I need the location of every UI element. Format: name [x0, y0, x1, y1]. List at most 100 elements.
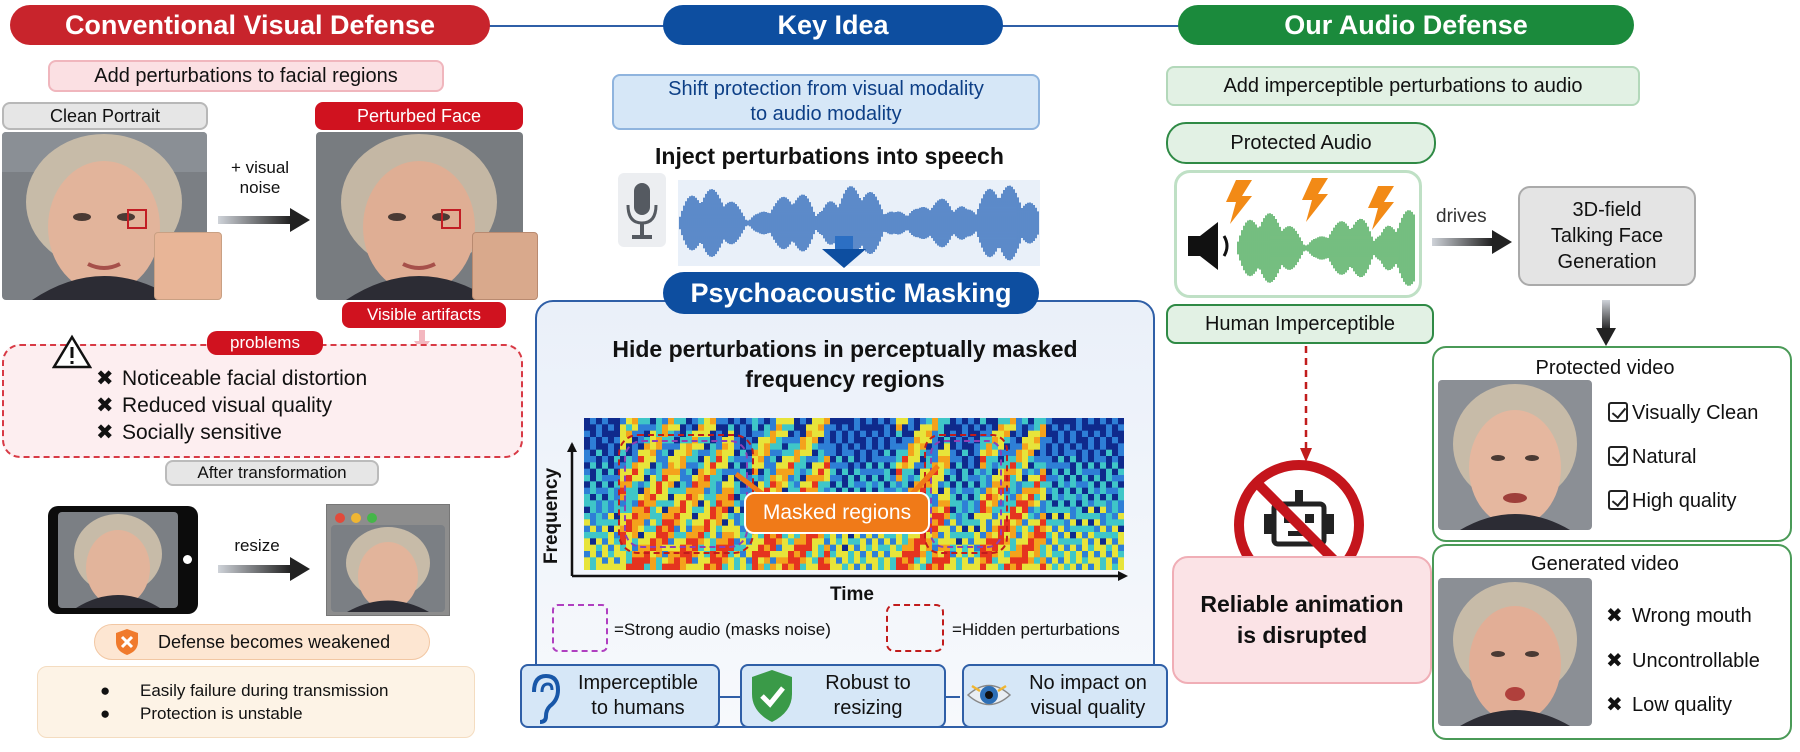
human-imperceptible-label: Human Imperceptible: [1166, 304, 1434, 344]
microphone-icon: [618, 173, 666, 247]
hide-perturbations-text: Hide perturbations in perceptually maske…: [570, 334, 1120, 396]
legend-strong-swatch: [552, 604, 608, 652]
x-mark-icon: ✖: [96, 394, 114, 417]
failure-item-1: ● Easily failure during transmission: [100, 681, 389, 701]
resize-label: resize: [234, 536, 280, 555]
benefit-line: Robust to: [825, 672, 911, 694]
lightning-icon-1: [1224, 180, 1254, 229]
visual-noise-label: + visual noise: [230, 157, 290, 197]
legend-hidden-label: =Hidden perturbations: [952, 620, 1120, 639]
generation-line: Generation: [1557, 251, 1657, 273]
generation-down-arrow: [1596, 300, 1616, 351]
header-connector-right: [1000, 25, 1180, 27]
generated-item-text: Low quality: [1632, 694, 1733, 716]
drives-arrow: [1432, 230, 1512, 259]
dashed-red-connector: [1298, 346, 1314, 469]
legend-strong-label: =Strong audio (masks noise): [614, 620, 831, 639]
shield-check-icon: [748, 668, 796, 729]
masked-regions-pointer-right: [904, 462, 944, 507]
talking-face-generation-box: 3D-field Talking Face Generation: [1518, 186, 1696, 286]
benefit-line: Imperceptible: [577, 672, 699, 694]
benefit-line: visual quality: [1030, 697, 1146, 719]
zoom-inset-perturbed: [472, 232, 538, 300]
protected-audio-waveform: [1236, 204, 1416, 292]
legend-hidden-swatch: [886, 604, 944, 652]
lightning-icon-2: [1300, 178, 1330, 227]
ear-icon: [524, 670, 564, 729]
generated-video-image: [1438, 578, 1592, 726]
visible-artifacts-label: Visible artifacts: [342, 302, 506, 328]
generation-line: Talking Face: [1550, 225, 1664, 247]
generated-item-text: Wrong mouth: [1632, 605, 1752, 627]
protected-item-text: Visually Clean: [1632, 402, 1759, 424]
problem-item-1: ✖Noticeable facial distortion: [96, 366, 367, 391]
frequency-axis-label: Frequency: [541, 467, 562, 565]
defense-weakened-label: Defense becomes weakened: [158, 632, 391, 652]
generated-item-1: ✖Wrong mouth: [1606, 603, 1752, 628]
header-key-idea: Key Idea: [663, 5, 1003, 45]
disrupted-line: Reliable animation: [1200, 590, 1404, 617]
failures-box: [37, 666, 475, 738]
zoom-box-clean: [127, 209, 147, 229]
problem-item-3: ✖ Socially sensitive: [96, 420, 282, 445]
x-mark-icon: ✖: [1606, 694, 1623, 716]
problem-text: Reduced visual quality: [122, 394, 333, 417]
x-mark-icon: ✖: [96, 421, 114, 444]
key-idea-box: Shift protection from visual modality to…: [612, 74, 1040, 130]
drives-label: drives: [1436, 206, 1487, 227]
protected-item-text: High quality: [1632, 490, 1737, 512]
visual-noise-arrow: [218, 208, 310, 237]
shield-x-icon: [114, 628, 140, 661]
perturbed-face-label: Perturbed Face: [315, 102, 523, 130]
zoom-inset-clean: [154, 232, 222, 300]
x-mark-icon: ✖: [1606, 650, 1623, 672]
failure-item-2: ● Protection is unstable: [100, 704, 303, 724]
left-subtitle: Add perturbations to facial regions: [48, 60, 444, 92]
bullet-icon: ●: [100, 704, 111, 723]
after-transformation-label: After transformation: [165, 460, 379, 486]
benefit-line: No impact on: [1029, 672, 1147, 694]
benefit-imperceptible-text: Imperceptible to humans: [560, 668, 716, 724]
disrupted-line: is disrupted: [1236, 622, 1368, 648]
warning-icon: [51, 334, 93, 375]
masked-region-box-2: [930, 440, 1002, 548]
protected-item-2: Natural: [1608, 446, 1696, 469]
generated-video-title: Generated video: [1531, 552, 1679, 575]
header-conventional-visual-defense: Conventional Visual Defense: [10, 5, 490, 45]
no-robot-icon: [1232, 458, 1366, 597]
protected-video-title: Protected video: [1535, 356, 1675, 379]
protected-item-3: High quality: [1608, 490, 1737, 513]
problem-text: Socially sensitive: [122, 421, 282, 444]
benefit-no-impact-text: No impact on visual quality: [1012, 668, 1164, 724]
checkbox-checked-icon: [1608, 490, 1628, 510]
spectrogram: [584, 418, 1124, 570]
problems-label: problems: [207, 331, 323, 355]
zoom-box-perturbed: [441, 209, 461, 229]
time-axis-label: Time: [830, 584, 875, 605]
failure-text: Protection is unstable: [140, 704, 303, 723]
eye-icon: [966, 680, 1012, 715]
psychoacoustic-masking-title: Psychoacoustic Masking: [663, 272, 1039, 314]
generated-item-2: ✖Uncontrollable: [1606, 648, 1760, 673]
benefit-line: to humans: [591, 697, 685, 719]
inject-label: Inject perturbations into speech: [655, 143, 1004, 169]
checkbox-checked-icon: [1608, 402, 1628, 422]
speaker-icon: [1184, 218, 1234, 281]
browser-image: [331, 525, 445, 612]
protected-video-image: [1438, 380, 1592, 530]
generated-item-3: ✖ Low quality: [1606, 692, 1732, 717]
tablet-button: [183, 555, 192, 564]
failure-text: Easily failure during transmission: [140, 681, 389, 700]
problem-text: Noticeable facial distortion: [122, 367, 368, 390]
benefit-robust-text: Robust to resizing: [794, 668, 942, 724]
lightning-icon-3: [1366, 186, 1396, 235]
protected-item-text: Natural: [1632, 446, 1697, 468]
protected-audio-label: Protected Audio: [1166, 122, 1436, 164]
defense-weakened-badge: [94, 624, 430, 660]
right-subtitle: Add imperceptible perturbations to audio: [1166, 66, 1640, 106]
clean-portrait-label: Clean Portrait: [2, 102, 208, 130]
header-our-audio-defense: Our Audio Defense: [1178, 5, 1634, 45]
masked-regions-label: Masked regions: [744, 492, 930, 534]
key-idea-line-1: Shift protection from visual modality: [668, 78, 984, 100]
bullet-icon: ●: [100, 681, 111, 700]
